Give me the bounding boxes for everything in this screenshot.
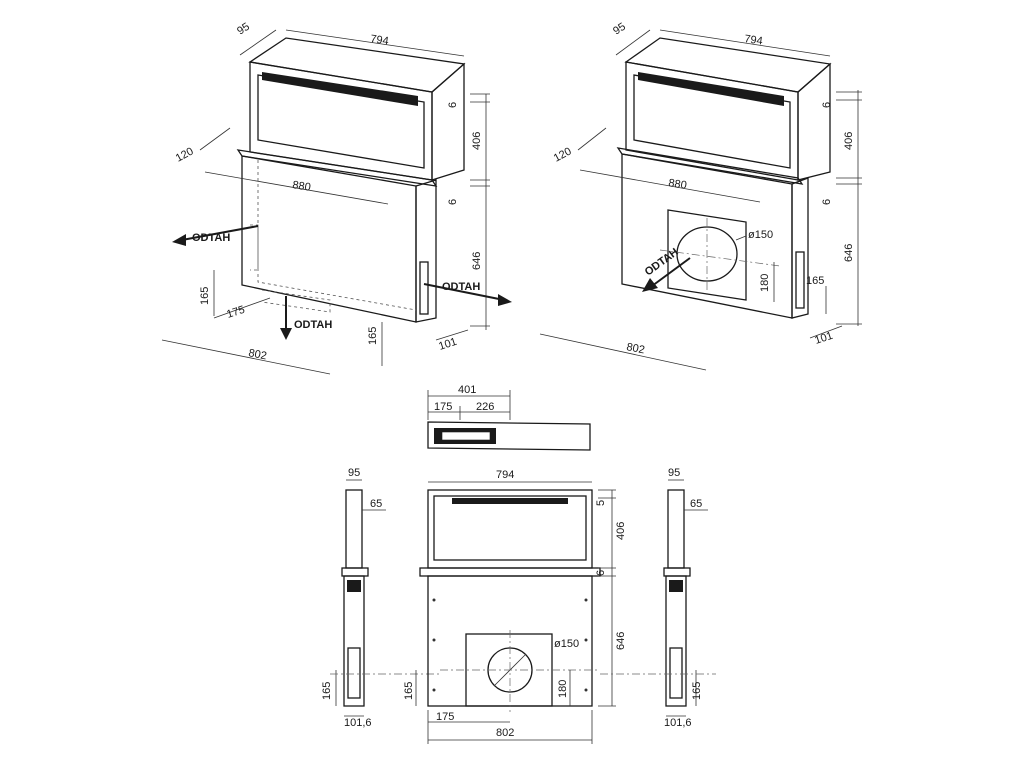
iso-right-dim-6-mid: 6	[821, 199, 833, 205]
side-right-body	[665, 575, 687, 707]
front-view: 794 5 406 6 646 ø150 180 165 175 802	[403, 469, 627, 744]
iso-left-dim-120: 120	[174, 145, 196, 164]
iso-right-back-plate	[667, 209, 747, 301]
side-right-fan	[669, 580, 683, 592]
side-left-body	[343, 575, 365, 707]
iso-left-unit-top	[248, 37, 466, 93]
iso-left-odtah-rear: ODTAH	[192, 232, 230, 244]
front-dim-794: 794	[496, 469, 514, 481]
iso-left-dim-880: 880	[292, 179, 312, 194]
iso-left-unit-lightbar	[262, 72, 418, 106]
front-dim-802: 802	[496, 727, 514, 739]
side-left-ledge	[341, 567, 369, 577]
top-plan-dim-401: 401	[458, 384, 476, 396]
iso-left-dim-802: 802	[247, 347, 267, 362]
side-left-outlet	[347, 647, 361, 699]
iso-left-unit-side	[431, 62, 465, 181]
iso-left-arrow-side-icon	[498, 294, 512, 306]
iso-left-dim-175: 175	[225, 304, 246, 321]
side-right-dim-65: 65	[690, 498, 702, 510]
iso-left-arrow-bottom-icon	[280, 328, 292, 340]
front-dim-150: ø150	[554, 638, 579, 650]
iso-left-dim-165-a: 165	[199, 287, 211, 305]
iso-left-hidden-edge	[257, 160, 417, 311]
iso-view-left: 794 95 6 406 6 646 120 880 165 175 165 8…	[161, 21, 512, 375]
iso-left-body-front	[241, 155, 417, 323]
iso-right-dim-120: 120	[552, 145, 574, 164]
iso-left-dim-95: 95	[235, 21, 252, 38]
iso-left-side-outlet	[419, 261, 429, 315]
iso-right-side-outlet	[795, 251, 805, 309]
front-dim-406: 406	[615, 522, 627, 540]
iso-left-dim-794: 794	[370, 33, 390, 47]
iso-right-unit-top	[624, 37, 832, 93]
iso-right-odtah: ODTAH	[643, 246, 681, 278]
iso-right-ledge	[616, 147, 804, 185]
iso-view-right: 794 95 6 406 6 646 120 880 ø150 180 165 …	[539, 21, 862, 371]
iso-left-dim-406: 406	[471, 132, 483, 150]
side-left-fan	[347, 580, 361, 592]
front-dim-6: 6	[595, 570, 607, 576]
iso-right-dim-95: 95	[611, 21, 628, 38]
front-ledge	[419, 567, 601, 577]
iso-right-dim-794: 794	[744, 33, 764, 47]
side-left-dim-1016: 101,6	[344, 717, 372, 729]
side-right-outlet	[669, 647, 683, 699]
iso-right-unit-side	[797, 62, 831, 181]
side-view-right: 95 65 165 101,6	[600, 467, 716, 729]
side-right-ledge	[663, 567, 691, 577]
iso-left-dim-165-b: 165	[367, 327, 379, 345]
iso-right-dim-150: ø150	[748, 229, 773, 241]
front-dim-5: 5	[595, 500, 607, 506]
side-view-left: 95 65 165 101,6	[321, 467, 440, 729]
iso-right-unit-lightbar	[638, 72, 784, 106]
iso-right-dim-880: 880	[668, 177, 688, 192]
iso-right-body-side	[791, 177, 809, 319]
side-left-upper	[345, 489, 363, 569]
iso-left-arrow-rear-icon	[172, 234, 186, 246]
iso-left-dim-6-top: 6	[447, 102, 459, 108]
iso-right-dim-101: 101	[813, 330, 834, 347]
iso-left-dim-6-mid: 6	[447, 199, 459, 205]
side-left-dim-65: 65	[370, 498, 382, 510]
iso-right-dim-165: 165	[806, 275, 824, 287]
front-dim-646: 646	[615, 632, 627, 650]
iso-right-dim-646: 646	[843, 244, 855, 262]
iso-left-body-side	[415, 179, 437, 323]
iso-right-dim-406: 406	[843, 132, 855, 150]
iso-right-dim-180: 180	[759, 274, 771, 292]
iso-right-dim-802: 802	[625, 341, 645, 356]
side-right-dim-1016: 101,6	[664, 717, 692, 729]
front-dim-165: 165	[403, 682, 415, 700]
front-dim-180: 180	[557, 680, 569, 698]
iso-left-odtah-bottom: ODTAH	[294, 319, 332, 331]
iso-left-dim-101: 101	[437, 336, 458, 353]
iso-right-arrow-icon	[642, 278, 658, 292]
iso-right-duct-circle	[676, 226, 738, 282]
front-unit-lightbar	[452, 498, 568, 504]
top-plan-dim-226: 226	[476, 401, 494, 413]
iso-left-bottom-outlet	[261, 289, 331, 313]
front-dim-175: 175	[436, 711, 454, 723]
top-plan-outline	[427, 421, 591, 451]
iso-left-rear-outlet	[250, 224, 259, 271]
side-left-dim-165: 165	[321, 682, 333, 700]
iso-left-ledge	[236, 149, 438, 187]
top-plan-view: 401 175 226	[427, 384, 591, 451]
front-unit-panel	[433, 495, 587, 561]
iso-right-dim-6-top: 6	[821, 102, 833, 108]
side-right-dim-165: 165	[691, 682, 703, 700]
iso-left-dim-646: 646	[471, 252, 483, 270]
side-right-upper	[667, 489, 685, 569]
iso-left-odtah-side: ODTAH	[442, 281, 480, 293]
side-right-dim-95: 95	[668, 467, 680, 479]
side-left-dim-95: 95	[348, 467, 360, 479]
top-plan-dim-175: 175	[434, 401, 452, 413]
